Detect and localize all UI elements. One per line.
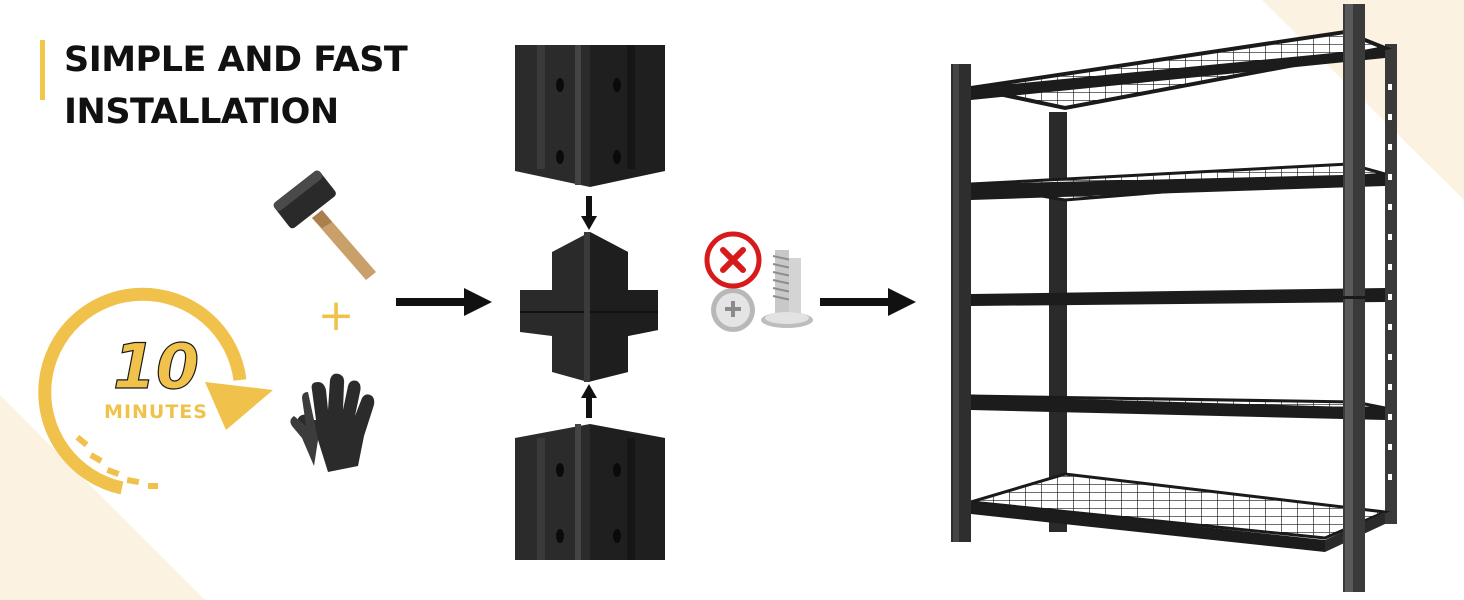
timer-arrow-icon <box>205 382 273 430</box>
headline-text: SIMPLE AND FAST INSTALLATION <box>64 34 444 138</box>
cross-mark-icon <box>704 231 762 289</box>
arrow-up-icon <box>581 384 597 418</box>
plus-sign: + <box>317 290 355 341</box>
timer-dashes <box>75 434 158 489</box>
screws-icon <box>711 250 813 332</box>
timer-number: 10 <box>113 330 199 403</box>
arrow-right-icon <box>820 288 916 316</box>
five-tier-metal-shelving-unit <box>951 4 1397 592</box>
upright-post-top <box>515 45 665 187</box>
corner-connector <box>520 232 658 382</box>
rubber-mallet-icon <box>273 170 376 280</box>
arrow-down-icon <box>581 196 597 230</box>
upright-post-bottom <box>515 424 665 560</box>
no-screws-indicator <box>704 231 813 332</box>
arrow-right-icon <box>396 288 492 316</box>
headline-line-2: INSTALLATION <box>64 92 339 132</box>
work-gloves-icon <box>290 373 375 472</box>
timer-arc <box>38 287 247 495</box>
timer-badge: 10 MINUTES <box>38 287 273 495</box>
timer-unit: MINUTES <box>104 401 208 423</box>
headline-line-1: SIMPLE AND FAST <box>64 40 408 80</box>
headline-accent-bar <box>40 40 45 100</box>
